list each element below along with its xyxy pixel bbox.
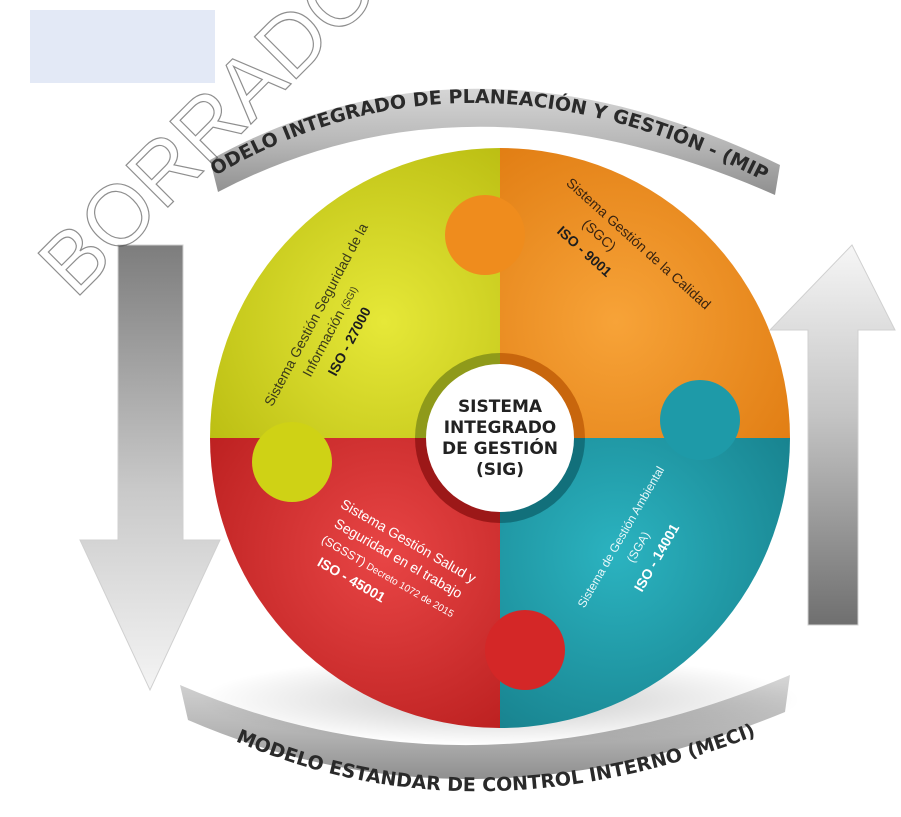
down-arrow-icon: [79, 244, 221, 692]
quadrant-sgc: [500, 148, 790, 438]
up-arrow-icon: [768, 244, 896, 626]
center-label: SISTEMA INTEGRADO DE GESTIÓN (SIG): [442, 397, 558, 480]
center-line-1: SISTEMA: [458, 397, 543, 417]
puzzle-knob-orange: [445, 195, 525, 275]
puzzle-circle: [210, 148, 790, 728]
puzzle-knob-teal: [660, 380, 740, 460]
quadrant-sga: [500, 438, 790, 728]
quadrant-sgsi: [210, 148, 500, 438]
center-line-4: (SIG): [476, 460, 524, 480]
puzzle-knob-red: [485, 610, 565, 690]
placeholder-box: [30, 10, 215, 83]
center-line-3: DE GESTIÓN: [442, 437, 558, 459]
puzzle-knob-yellow: [252, 422, 332, 502]
center-circle: [426, 364, 574, 512]
center-line-2: INTEGRADO: [444, 418, 557, 438]
bottom-band: [180, 675, 790, 780]
top-band: [210, 88, 780, 195]
quadrant-sgsst: [210, 438, 500, 728]
